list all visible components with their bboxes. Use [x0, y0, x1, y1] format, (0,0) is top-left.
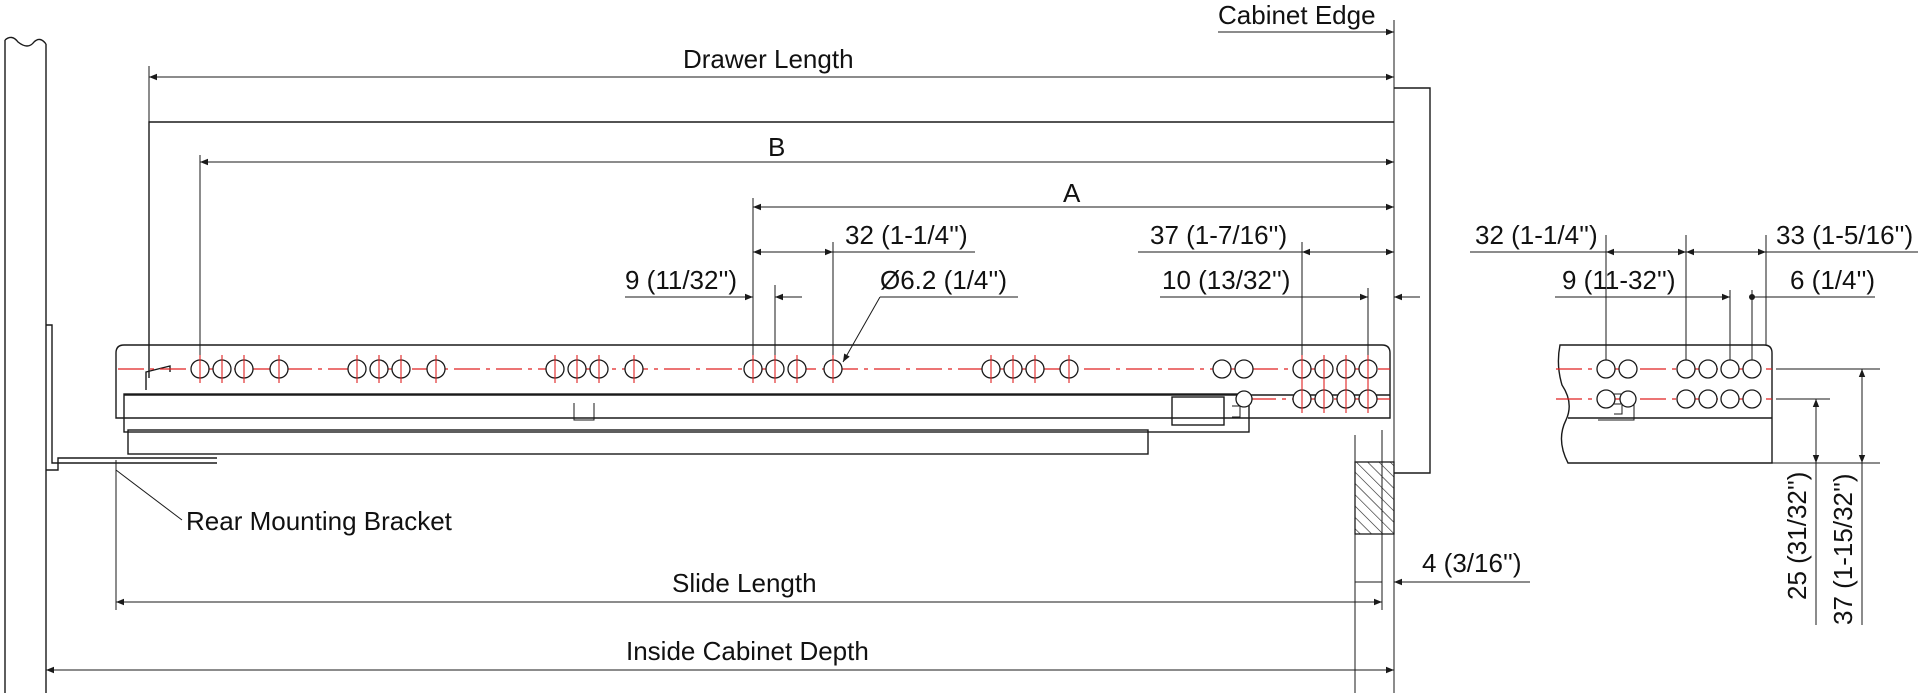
slide-rail: [127, 429, 1149, 455]
detail-slide-outline: [1557, 344, 1773, 464]
dim32-label: 32 (1-1/4''): [845, 220, 968, 250]
rear-bracket-label: Rear Mounting Bracket: [186, 506, 453, 536]
inner-slide-member: [123, 393, 1250, 433]
b-label: B: [768, 132, 785, 162]
dim4-label: 4 (3/16''): [1422, 548, 1522, 578]
dim9-label: 9 (11/32''): [625, 265, 737, 295]
detail-dim9-label: 9 (11-32''): [1562, 265, 1676, 295]
cabinet-rear-wall: [4, 36, 47, 693]
hole-group-3: [545, 359, 644, 379]
slide-length-label: Slide Length: [672, 568, 817, 598]
detail-view: 32 (1-1/4'') 33 (1-5/16'') 9 (11-32'') 6…: [1470, 220, 1918, 625]
detail-dim6-label: 6 (1/4''): [1790, 265, 1875, 295]
dim37-label: 37 (1-7/16''): [1150, 220, 1287, 250]
hole-group-7: [1292, 359, 1378, 379]
hole-group-5: [981, 359, 1079, 379]
dim10-label: 10 (13/32''): [1162, 265, 1290, 295]
drawer-length-label: Drawer Length: [683, 44, 854, 74]
diameter-leader: [842, 296, 881, 363]
diameter-label: Ø6.2 (1/4''): [880, 265, 1007, 295]
rear-mounting-bracket: Rear Mounting Bracket: [46, 324, 453, 536]
detail-dim32-label: 32 (1-1/4''): [1475, 220, 1598, 250]
slide-clip: [573, 403, 595, 421]
inside-depth-label: Inside Cabinet Depth: [626, 636, 869, 666]
drawer-slide: [115, 344, 1391, 455]
detail-dim33-label: 33 (1-5/16''): [1776, 220, 1913, 250]
detail-dim25-label: 25 (31/32''): [1782, 472, 1812, 600]
hole-group-2: [347, 359, 446, 379]
a-label: A: [1063, 178, 1081, 208]
hole-group-4: [743, 359, 843, 379]
hole-center-marks: [199, 355, 1369, 413]
face-frame-section: [1354, 461, 1395, 535]
cabinet-edge-label: Cabinet Edge: [1218, 0, 1376, 30]
main-view: Cabinet Edge Drawer Length B A 32 (1-1/4…: [4, 0, 1530, 693]
mounting-holes: [190, 359, 1378, 409]
hole-group-6-lower: [1235, 390, 1253, 408]
drawer-front: [1394, 87, 1431, 474]
detail-dim37-label: 37 (1-15/32''): [1828, 473, 1858, 625]
hole-group-1: [190, 359, 289, 379]
detail-holes: [1596, 359, 1762, 409]
front-latch: [1171, 396, 1225, 426]
hole-group-6: [1212, 359, 1254, 379]
drawer-box-outline: [148, 121, 1394, 378]
